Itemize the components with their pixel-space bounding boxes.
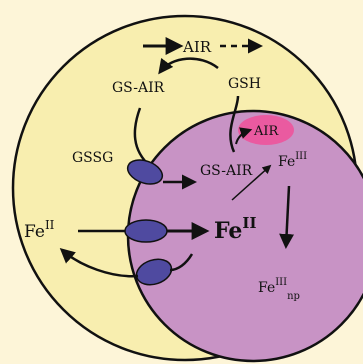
fe-import-transporter-icon (125, 220, 167, 242)
air-blob-label: AIR (253, 124, 280, 139)
gssg-label: GSSG (72, 150, 113, 166)
gs-air-inner-label: GS-AIR (200, 163, 253, 179)
gsh-label: GSH (228, 76, 261, 92)
gs-air-outer-label: GS-AIR (112, 80, 165, 96)
air-top-label: AIR (182, 38, 212, 56)
